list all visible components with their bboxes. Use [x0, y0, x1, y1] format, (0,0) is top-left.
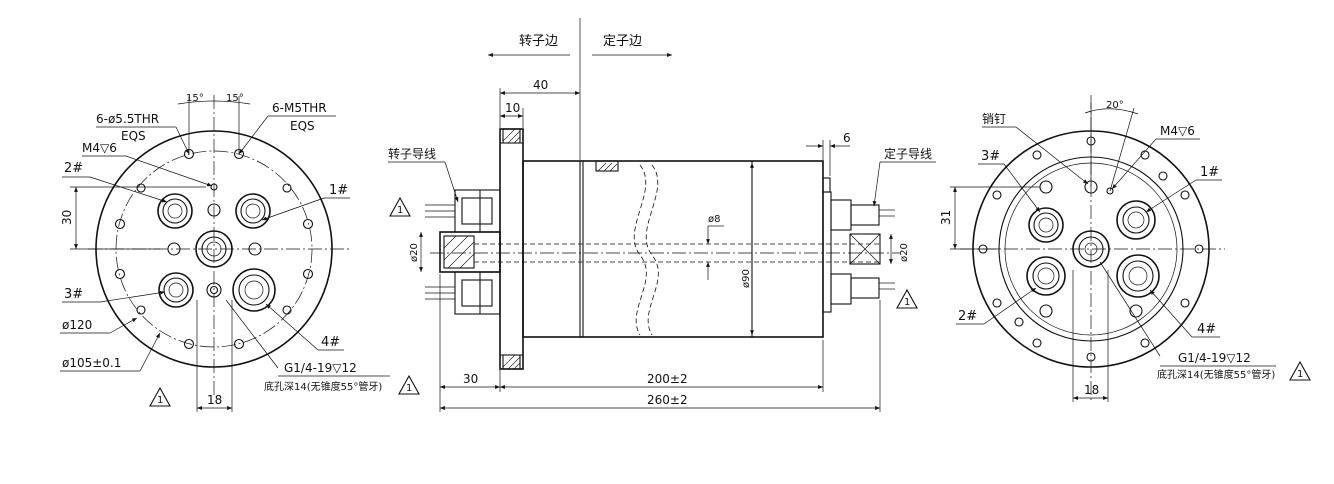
side-revision-triangle-right: 1 — [896, 288, 918, 309]
left-bolt-circle — [115, 150, 313, 348]
left-dim-105: ø105±0.1 — [62, 356, 121, 370]
svg-text:1: 1 — [904, 297, 910, 308]
left-end-view: 15° 15° 6-ø5.5THR EQS 6-M5THR EQS M4▽6 2… — [60, 93, 420, 412]
main-body — [522, 160, 824, 338]
left-hole-spec-1: 6-ø5.5THR — [96, 112, 159, 126]
svg-text:1: 1 — [406, 383, 412, 394]
right-thread-label: M4▽6 — [1160, 124, 1195, 138]
side-dim-30: 30 — [463, 372, 478, 386]
left-dim-18: 18 — [207, 393, 222, 407]
right-dim-18: 18 — [1084, 383, 1099, 397]
left-port-3 — [158, 272, 194, 308]
right-port-note: 底孔深14(无锥度55°管牙) — [1157, 368, 1275, 381]
side-dim-phi8: ø8 — [708, 214, 720, 225]
left-port-2 — [157, 193, 193, 229]
svg-text:1: 1 — [397, 205, 403, 216]
left-revision-triangle-spec: 1 — [398, 374, 420, 395]
rotor-wire-label: 转子导线 — [388, 146, 436, 161]
right-port-1 — [1116, 200, 1156, 240]
stator-side-label: 定子边 — [603, 34, 642, 49]
side-dim-200: 200±2 — [647, 372, 688, 386]
side-dim-260: 260±2 — [647, 393, 688, 407]
svg-text:1: 1 — [157, 395, 163, 406]
right-pin-label: 销钉 — [982, 112, 1006, 126]
rotor-flange — [499, 128, 524, 370]
right-angle: 20° — [1106, 100, 1124, 111]
side-dim-6: 6 — [843, 131, 851, 145]
left-port-note: 底孔深14(无锥度55°管牙) — [264, 380, 382, 393]
side-dim-phi20-left: ø20 — [409, 243, 420, 262]
right-port-label-1: 1# — [1200, 165, 1219, 180]
right-port-2 — [1026, 256, 1066, 296]
left-port-label-3: 3# — [64, 287, 83, 302]
left-port-label-4: 4# — [321, 335, 340, 350]
side-dim-phi90: ø90 — [741, 269, 752, 288]
right-port-3 — [1028, 207, 1064, 243]
side-dim-40: 40 — [533, 78, 548, 92]
side-view: 转子边 定子边 — [388, 18, 936, 412]
left-hole-spec-1b: EQS — [121, 129, 146, 143]
left-dim-120: ø120 — [62, 318, 92, 332]
rotor-side-label: 转子边 — [519, 34, 558, 49]
right-dim-31: 31 — [939, 210, 953, 225]
right-port-label-3: 3# — [981, 149, 1000, 164]
left-hole-spec-2b: EQS — [290, 119, 315, 133]
side-dim-phi20-right: ø20 — [899, 243, 910, 262]
right-port-label-2: 2# — [958, 309, 977, 324]
left-thread-label: M4▽6 — [82, 141, 117, 155]
right-shaft — [1072, 230, 1110, 268]
stator-wire-label: 定子导线 — [884, 146, 932, 161]
side-revision-triangle-left: 1 — [389, 196, 411, 217]
left-shaft-sleeve — [439, 231, 501, 273]
right-port-label-4: 4# — [1197, 322, 1216, 337]
left-port-label-1: 1# — [329, 183, 348, 198]
side-dim-10: 10 — [505, 101, 520, 115]
right-end-view: 20° 销钉 M4▽6 3# 1# 2# 4# 31 18 G1/4-19▽12 — [939, 95, 1311, 402]
left-port-label-2: 2# — [64, 161, 83, 176]
left-dim-30: 30 — [60, 210, 74, 225]
left-port-1 — [235, 193, 271, 229]
left-angle-1: 15° — [186, 93, 204, 104]
left-port-spec: G1/4-19▽12 — [284, 361, 357, 375]
right-revision-triangle: 1 — [1289, 360, 1311, 381]
left-through-holes — [114, 148, 314, 350]
right-shaft-sleeve — [849, 233, 881, 265]
left-revision-triangle-bottom: 1 — [149, 386, 171, 407]
left-shaft — [195, 230, 233, 268]
right-port-4 — [1116, 254, 1160, 298]
left-hole-spec-2: 6-M5THR — [272, 101, 327, 115]
left-port-4 — [232, 268, 276, 312]
svg-text:1: 1 — [1297, 369, 1303, 380]
left-angle-2: 15° — [226, 93, 244, 104]
right-port-spec: G1/4-19▽12 — [1178, 351, 1251, 365]
